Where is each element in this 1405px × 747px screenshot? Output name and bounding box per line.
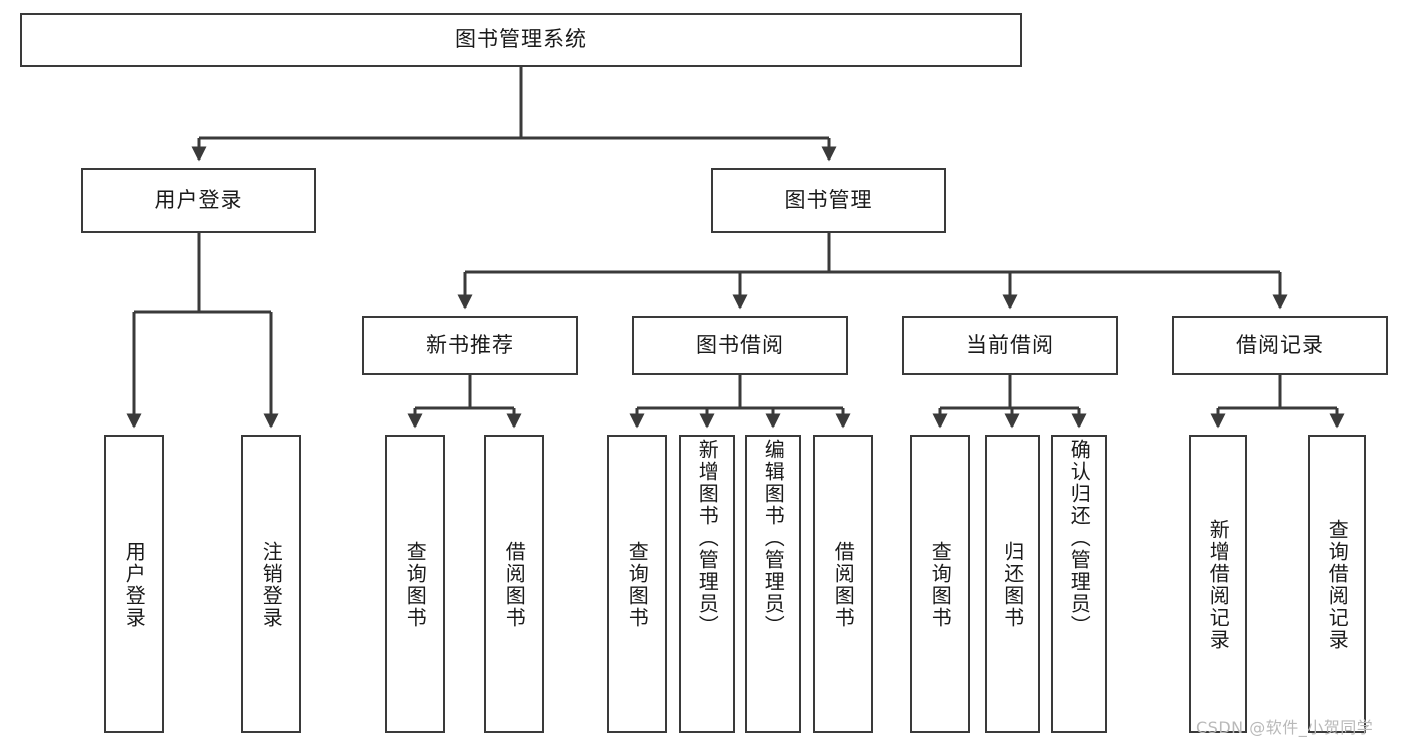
leaf-query-book-borrow-label: 查询图书 — [625, 541, 650, 629]
node-new-book-recommend-label: 新书推荐 — [426, 332, 514, 357]
node-current-borrow-label: 当前借阅 — [966, 332, 1054, 357]
leaf-lend-book[interactable]: 借阅图书 — [813, 435, 873, 733]
leaf-return-book-label: 归还图书 — [1000, 541, 1025, 629]
leaf-query-book-recommend[interactable]: 查询图书 — [385, 435, 445, 733]
leaf-add-book-admin[interactable]: 新增图书（管理员） — [679, 435, 735, 733]
leaf-add-borrow-record-label: 新增借阅记录 — [1206, 519, 1231, 651]
node-user-login-label: 用户登录 — [154, 187, 243, 212]
leaf-confirm-return-admin[interactable]: 确认归还（管理员） — [1051, 435, 1107, 733]
node-root-label: 图书管理系统 — [455, 27, 587, 52]
leaf-add-borrow-record[interactable]: 新增借阅记录 — [1189, 435, 1247, 733]
leaf-logout-label: 注销登录 — [259, 541, 284, 629]
node-new-book-recommend[interactable]: 新书推荐 — [362, 316, 578, 375]
leaf-return-book[interactable]: 归还图书 — [985, 435, 1040, 733]
leaf-user-login[interactable]: 用户登录 — [104, 435, 164, 733]
leaf-logout[interactable]: 注销登录 — [241, 435, 301, 733]
leaf-lend-book-label: 借阅图书 — [831, 541, 856, 629]
node-root[interactable]: 图书管理系统 — [20, 13, 1022, 67]
node-borrow-record[interactable]: 借阅记录 — [1172, 316, 1388, 375]
leaf-query-borrow-record-label: 查询借阅记录 — [1325, 519, 1350, 651]
node-book-borrow-label: 图书借阅 — [696, 332, 784, 357]
leaf-query-borrow-record[interactable]: 查询借阅记录 — [1308, 435, 1366, 733]
node-current-borrow[interactable]: 当前借阅 — [902, 316, 1118, 375]
node-user-login[interactable]: 用户登录 — [81, 168, 316, 233]
leaf-query-book-current[interactable]: 查询图书 — [910, 435, 970, 733]
leaf-edit-book-admin[interactable]: 编辑图书（管理员） — [745, 435, 801, 733]
leaf-query-book-recommend-label: 查询图书 — [403, 541, 428, 629]
leaf-add-book-admin-label: 新增图书（管理员） — [695, 439, 720, 637]
leaf-query-book-borrow[interactable]: 查询图书 — [607, 435, 667, 733]
node-book-management[interactable]: 图书管理 — [711, 168, 946, 233]
leaf-user-login-label: 用户登录 — [122, 541, 147, 629]
node-book-borrow[interactable]: 图书借阅 — [632, 316, 848, 375]
node-book-management-label: 图书管理 — [784, 187, 873, 212]
leaf-edit-book-admin-label: 编辑图书（管理员） — [761, 439, 786, 637]
leaf-query-book-current-label: 查询图书 — [928, 541, 953, 629]
leaf-borrow-book-recommend-label: 借阅图书 — [502, 541, 527, 629]
leaf-confirm-return-admin-label: 确认归还（管理员） — [1067, 439, 1092, 637]
leaf-borrow-book-recommend[interactable]: 借阅图书 — [484, 435, 544, 733]
node-borrow-record-label: 借阅记录 — [1236, 332, 1324, 357]
